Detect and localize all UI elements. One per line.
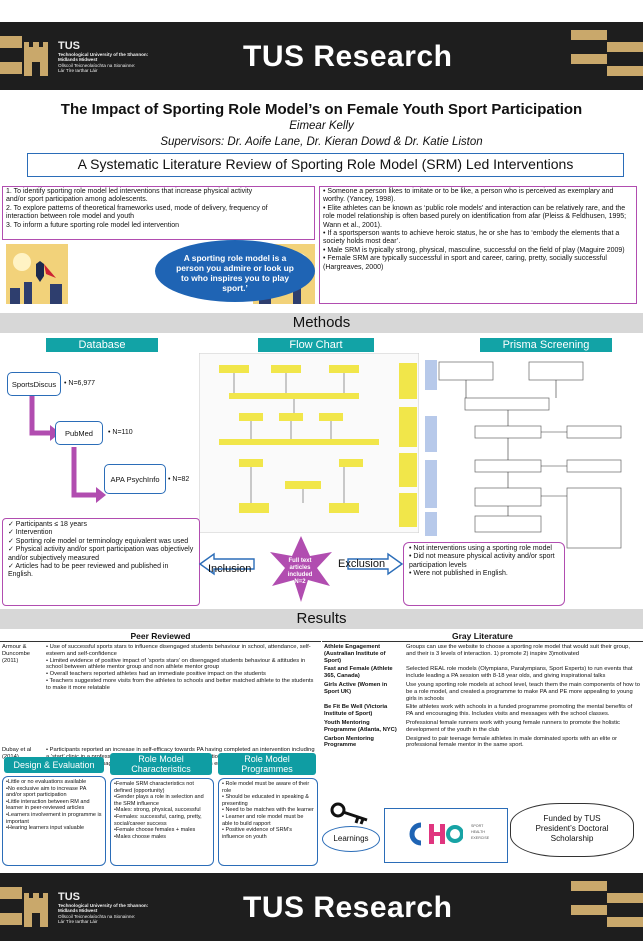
prisma-diagram-image <box>425 360 622 549</box>
key-icon <box>330 802 368 825</box>
exclusion-box: • Not interventions using a sporting rol… <box>403 542 565 606</box>
aims-box: 1. To identify sporting role model led i… <box>2 186 315 240</box>
poster-title: The Impact of Sporting Role Model’s on F… <box>60 101 583 118</box>
table-row: Athlete Engagement (Australian Institute… <box>324 644 630 664</box>
tus-castle-icon <box>24 893 48 927</box>
db-pubmed: PubMed <box>55 421 103 445</box>
database-arrows <box>29 385 106 503</box>
learnings-badge: Learnings <box>322 826 380 852</box>
exclusion-item: • Did not measure physical activity and/… <box>409 553 555 569</box>
author: Eimear Kelly <box>289 120 354 132</box>
tab-prisma: Prisma Screening <box>480 338 612 352</box>
exclusion-label: Exclusion <box>338 558 386 570</box>
review-subtitle: A Systematic Literature Review of Sporti… <box>27 153 624 177</box>
inclusion-item: ✓ Participants ≤ 18 years <box>8 521 87 528</box>
header-band: TUS Technological University of the Shan… <box>0 22 643 90</box>
inclusion-exclusion-arrows <box>198 536 404 602</box>
table-row: Armour & Duncombe (2011) • Use of succes… <box>2 644 314 691</box>
table-row: Fast and Female (Athlete 365, Canada)Sel… <box>324 666 633 680</box>
db-count: • N=82 <box>168 476 190 483</box>
inclusion-item: ✓ Articles had to be peer reviewed and p… <box>8 563 169 579</box>
definition-item: • Elite athletes can be known as ‘public… <box>323 204 627 229</box>
aim-line: interaction between role model and youth <box>6 213 135 221</box>
definition-item: • Male SRM is typically strong, physical… <box>323 246 625 254</box>
superhero-illustration <box>6 244 68 304</box>
tab-role-model-programmes: Role Model Programmes <box>218 753 316 775</box>
inclusion-item: ✓ Physical activity and/or sport partici… <box>8 546 194 562</box>
tab-database: Database <box>46 338 158 352</box>
exclusion-item: • Not interventions using a sporting rol… <box>409 545 552 552</box>
flow-chart-image <box>199 353 419 533</box>
checker-pattern-right <box>571 881 643 927</box>
checker-pattern-left <box>0 36 22 74</box>
definition-item: • If a sportsperson wants to achieve her… <box>323 230 620 246</box>
tab-role-model-characteristics: Role Model Characteristics <box>110 753 212 775</box>
she-logo-icon <box>409 822 463 846</box>
logo-text: TUS Technological University of the Shan… <box>58 40 149 74</box>
brand-title: TUS Research <box>243 891 453 924</box>
inclusion-item: ✓ Intervention <box>8 529 53 537</box>
aim-line: 1. To identify sporting role model led i… <box>6 188 253 195</box>
checker-pattern-left <box>0 887 22 925</box>
aim-line: and/or sport participation among adolesc… <box>6 196 148 204</box>
inclusion-label: Inclusion <box>208 563 252 575</box>
quote-bubble: A sporting role model is a person you ad… <box>155 240 315 302</box>
aim-line: 3. To inform a future sporting role mode… <box>6 221 180 229</box>
checker-pattern-right <box>571 30 643 76</box>
tab-design-evaluation: Design & Evaluation <box>4 757 104 773</box>
gray-table: Athlete Engagement (Australian Institute… <box>322 643 642 750</box>
definitions-box: • Someone a person likes to imitate or t… <box>319 186 637 304</box>
tab-flow-chart: Flow Chart <box>258 338 374 352</box>
role-model-characteristics-box: •Female SRM characteristics not defined … <box>110 778 214 866</box>
table-row: Girls Active (Women in Sport UK)Use youn… <box>324 681 640 702</box>
db-count: • N=6,977 <box>64 380 96 387</box>
db-count: • N=110 <box>108 429 133 436</box>
role-model-programmes-box: • Role model must be aware of their role… <box>218 778 318 866</box>
db-apa-psychinfo: APA PsychInfo <box>104 464 166 494</box>
peer-heading: Peer Reviewed <box>0 631 321 642</box>
table-row: Youth Mentoring Programme (Atlanta, NYC)… <box>324 719 620 733</box>
logo-text: TUS Technological University of the Shan… <box>58 891 149 925</box>
gray-heading: Gray Literature <box>322 631 643 642</box>
design-evaluation-box: •Little or no evaluations available•No e… <box>2 776 106 866</box>
table-row: Be Fit Be Well (Victoria Institute of Sp… <box>324 704 633 718</box>
inclusion-box: ✓ Participants ≤ 18 years ✓ Intervention… <box>2 518 200 606</box>
db-sportsdiscus: SportsDiscus <box>7 372 61 396</box>
methods-heading: Methods <box>0 313 643 333</box>
aim-line: 2. To explore patterns of theoretical fr… <box>6 204 268 212</box>
definition-item: • Someone a person likes to imitate or t… <box>323 188 614 204</box>
exclusion-item: • Were not published in English. <box>409 570 508 578</box>
tus-castle-icon <box>24 42 48 76</box>
sponsor-logo-box: SPORT HEALTH EXERCISE <box>384 808 508 863</box>
definition-item: • Female SRM are typically successful in… <box>323 255 607 271</box>
inclusion-item: ✓ Sporting role model or terminology equ… <box>8 537 189 545</box>
footer-band: TUS Technological University of the Shan… <box>0 873 643 941</box>
supervisors: Supervisors: Dr. Aoife Lane, Dr. Kieran … <box>160 136 483 148</box>
results-heading: Results <box>0 609 643 629</box>
brand-title: TUS Research <box>243 40 453 73</box>
star-text: Full text articles included N=2 <box>287 558 313 585</box>
funded-cloud: Funded by TUS President’s Doctoral Schol… <box>510 803 634 857</box>
